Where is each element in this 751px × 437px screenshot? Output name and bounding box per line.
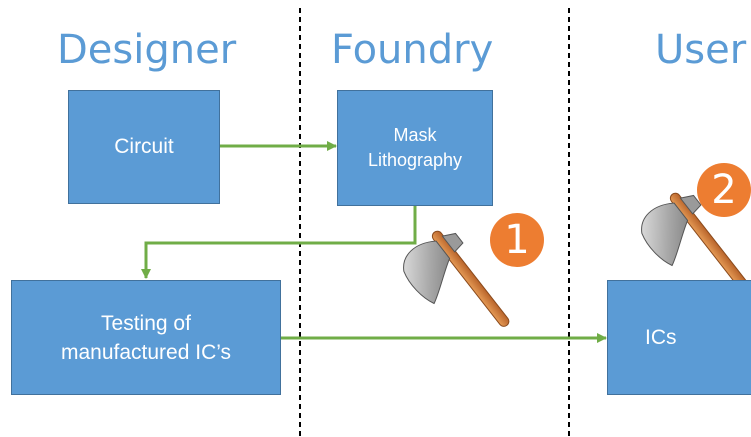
box-testing: Testing of manufactured IC’s xyxy=(11,280,281,395)
heading-foundry: Foundry xyxy=(331,27,494,73)
box-ics: ICs xyxy=(607,280,751,395)
box-mask-label-line2: Lithography xyxy=(367,150,463,170)
box-ics-label: ICs xyxy=(645,325,677,349)
box-testing-label-line2: manufactured IC’s xyxy=(60,340,232,364)
box-mask-lithography: Mask Lithography xyxy=(337,90,493,206)
axe-icon xyxy=(403,230,510,327)
heading-user: User xyxy=(655,27,747,73)
badge-1: 1 xyxy=(490,213,544,267)
box-testing-label-line1: Testing of xyxy=(101,311,191,335)
badge-2: 2 xyxy=(697,163,751,217)
box-mask-label-line1: Mask xyxy=(393,125,437,145)
box-circuit: Circuit xyxy=(68,90,220,204)
box-circuit-label: Circuit xyxy=(114,135,174,158)
heading-designer: Designer xyxy=(57,27,237,73)
arrow-mask-to-testing xyxy=(141,206,417,279)
